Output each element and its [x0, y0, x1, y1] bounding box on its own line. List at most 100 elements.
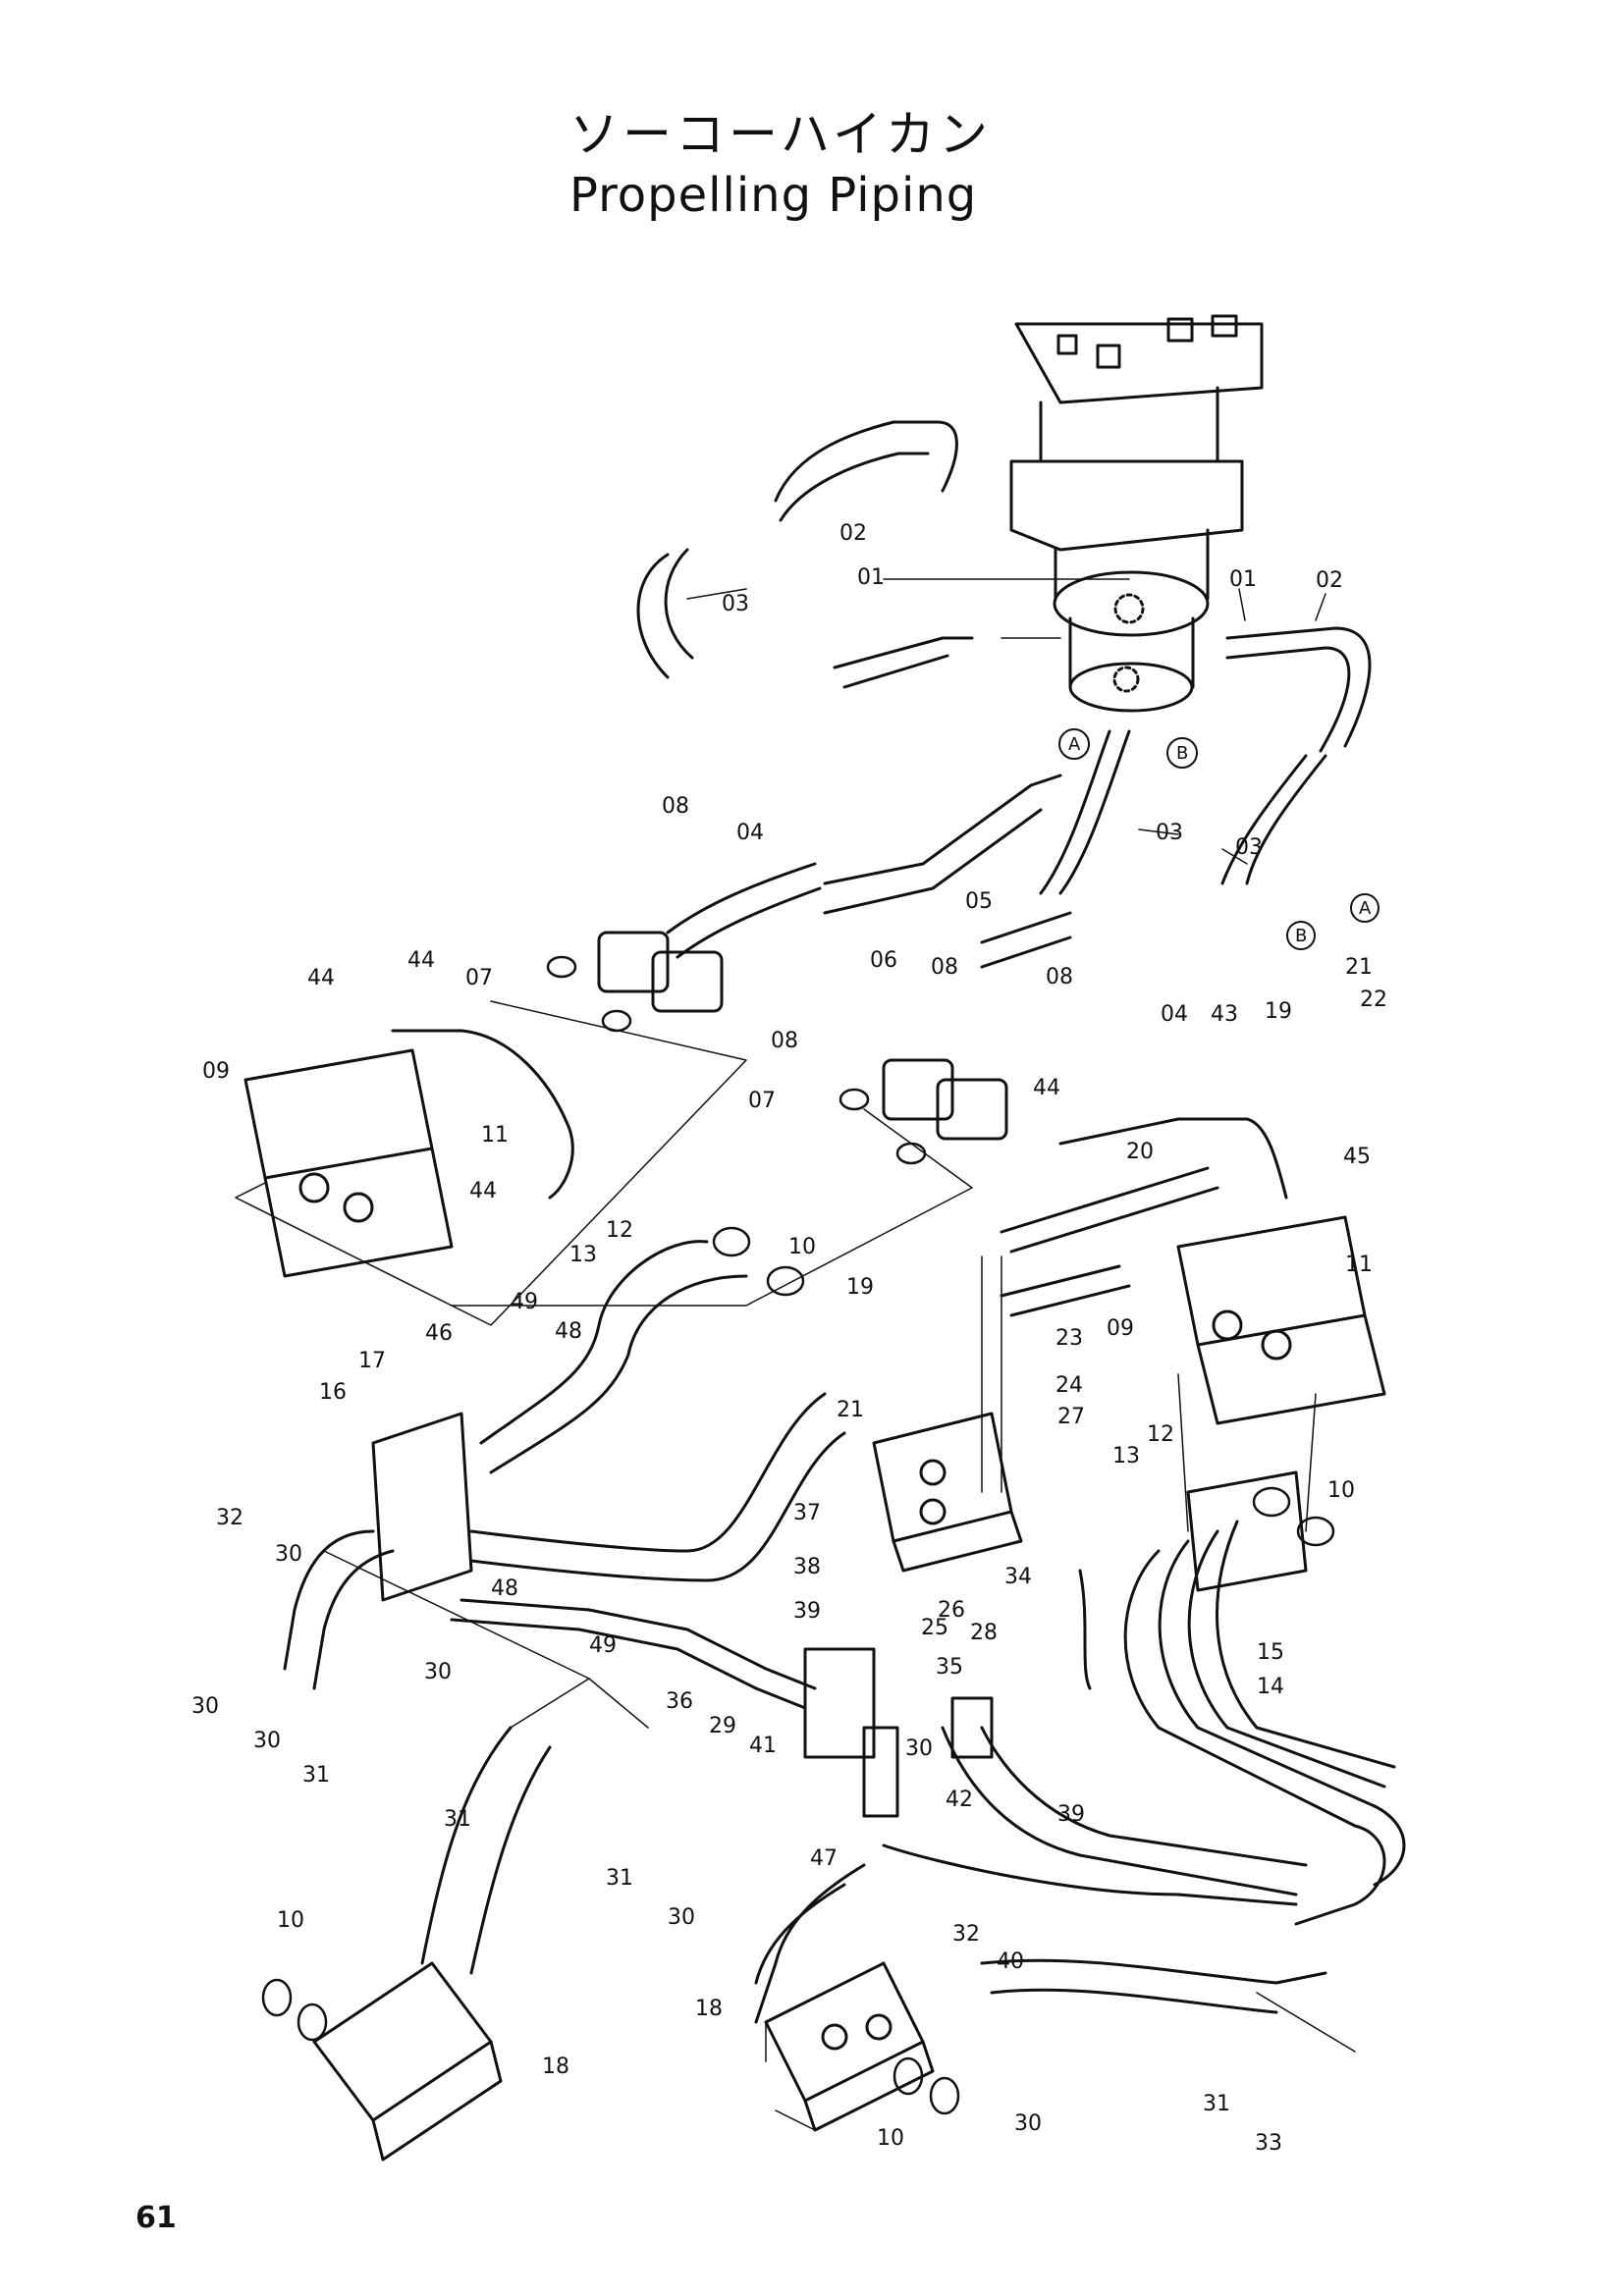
part-label: 33	[1255, 2131, 1282, 2156]
part-label: 31	[302, 1763, 330, 1788]
marker-a2-circle	[1350, 893, 1380, 923]
o-rings-drawing	[261, 955, 1335, 2115]
marker-b2-circle	[1286, 921, 1316, 950]
title-english: Propelling Piping	[569, 168, 978, 223]
part-label: 44	[1033, 1076, 1060, 1100]
center-joint-drawing	[1009, 314, 1264, 713]
part-label: 30	[668, 1905, 695, 1930]
part-label: 13	[1112, 1444, 1140, 1468]
part-label: 48	[555, 1319, 582, 1344]
marker-a: A	[1068, 734, 1081, 755]
part-label: 11	[1345, 1253, 1373, 1277]
part-label: 26	[938, 1598, 965, 1623]
bottom-center-block-drawing	[764, 1961, 935, 2132]
part-label: 39	[1057, 1802, 1085, 1827]
flange-blocks-drawing	[597, 931, 1008, 1141]
part-label: 08	[1046, 965, 1073, 989]
part-label: 10	[1327, 1478, 1355, 1503]
upper-hoses-drawing	[636, 420, 1372, 969]
bottom-left-block-drawing	[312, 1726, 552, 2162]
valve-09-left-drawing	[243, 1048, 454, 1278]
part-label: 23	[1055, 1326, 1083, 1351]
part-label: 01	[1229, 567, 1257, 592]
part-label: 48	[491, 1576, 518, 1601]
part-label: 22	[1360, 988, 1387, 1012]
part-label: 08	[931, 955, 958, 980]
part-label: 16	[319, 1380, 347, 1405]
part-label: 10	[788, 1235, 816, 1259]
part-label: 13	[569, 1243, 597, 1267]
part-label: 08	[662, 794, 689, 819]
part-label: 04	[1161, 1002, 1188, 1027]
part-label: 49	[589, 1633, 617, 1658]
part-label: 09	[202, 1059, 230, 1084]
part-label: 12	[606, 1218, 633, 1243]
right-pipe-bundle-drawing	[754, 1470, 1406, 2024]
tube-42-drawing	[1058, 1117, 1288, 1200]
part-label: 07	[748, 1089, 776, 1113]
part-label: 49	[511, 1290, 538, 1314]
tube-43-drawing	[391, 1029, 574, 1200]
center-valve-24-drawing	[872, 1412, 1023, 1573]
part-label: 30	[1014, 2111, 1042, 2136]
part-label: 32	[216, 1506, 243, 1530]
part-label: 04	[736, 821, 764, 845]
part-label: 03	[1156, 821, 1183, 845]
part-label: 31	[606, 1866, 633, 1891]
marker-b: B	[1176, 743, 1188, 764]
part-label: 30	[191, 1694, 219, 1719]
title-block: ソーコーハイカン Propelling Piping	[569, 103, 992, 225]
part-label: 25	[921, 1616, 948, 1640]
hose-20-drawing	[1000, 1166, 1219, 1254]
part-label: 30	[424, 1660, 452, 1684]
part-label: 41	[749, 1734, 777, 1758]
part-label: 18	[542, 2055, 569, 2079]
clamp-block-drawing	[950, 1696, 994, 1759]
marker-b-secondary: B	[1295, 926, 1307, 946]
part-label: 42	[946, 1788, 973, 1812]
part-label: 44	[469, 1179, 497, 1203]
part-label: 11	[481, 1123, 509, 1148]
part-label: 46	[425, 1321, 453, 1346]
marker-a-secondary: A	[1359, 898, 1372, 919]
part-label: 20	[1126, 1140, 1154, 1164]
part-label: 37	[793, 1501, 821, 1525]
part-label: 10	[277, 1908, 304, 1933]
part-label: 02	[1316, 568, 1343, 593]
part-label: 10	[877, 2126, 904, 2151]
part-label: 38	[793, 1555, 821, 1579]
part-label: 35	[936, 1655, 963, 1680]
title-japanese: ソーコーハイカン	[569, 106, 992, 163]
part-label: 28	[970, 1621, 998, 1645]
part-label: 21	[837, 1398, 864, 1422]
part-labels: 01 01 02 02 03 03 03 03 04 04 05 06 07 0…	[191, 521, 1387, 2156]
part-label: 29	[709, 1714, 736, 1738]
part-label: 05	[965, 889, 993, 914]
part-label: 43	[1211, 1002, 1238, 1027]
part-label: 18	[695, 1997, 723, 2021]
part-label: 15	[1257, 1640, 1284, 1665]
part-label: 39	[793, 1599, 821, 1624]
leader-lines	[235, 578, 1356, 2131]
hose-23-drawing	[1000, 1264, 1131, 1317]
part-label: 01	[857, 565, 885, 590]
part-label: 03	[1235, 835, 1263, 860]
part-label: 32	[952, 1922, 980, 1947]
marker-b-circle	[1166, 737, 1198, 769]
part-label: 30	[905, 1736, 933, 1761]
left-pipes-drawing	[283, 1240, 876, 1759]
part-label: 47	[810, 1846, 838, 1871]
part-label: 08	[771, 1029, 798, 1053]
valve-09-right-drawing	[1176, 1215, 1386, 1425]
marker-a-circle	[1058, 728, 1090, 760]
part-label: 17	[358, 1349, 386, 1373]
part-label: 21	[1345, 955, 1373, 980]
part-label: 06	[870, 948, 897, 973]
part-label: 36	[666, 1689, 693, 1714]
part-label: 30	[275, 1542, 302, 1567]
part-label: 34	[1004, 1565, 1032, 1589]
part-label: 19	[1265, 999, 1292, 1024]
part-label: 24	[1055, 1373, 1083, 1398]
part-label: 02	[839, 521, 867, 546]
